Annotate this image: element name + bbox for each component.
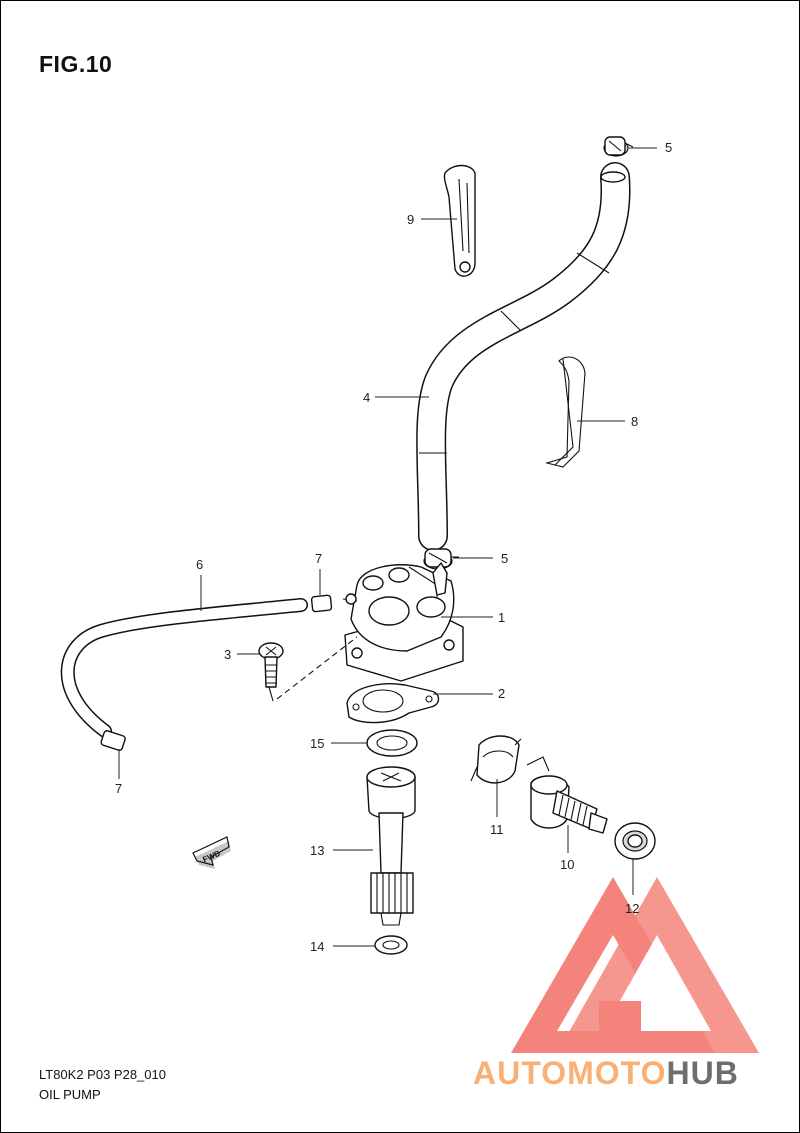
- watermark-brand-part2: HUB: [666, 1055, 738, 1091]
- part-7-clamp-lower: [100, 730, 126, 751]
- part-1-oil-pump: [342, 562, 464, 682]
- part-9-bracket: [443, 164, 476, 277]
- part-3-screw: [258, 636, 358, 702]
- part-12-oil-seal: [614, 822, 656, 860]
- callout-7-upper: 7: [315, 551, 322, 566]
- callout-7-lower: 7: [115, 781, 122, 796]
- callout-12: 12: [625, 901, 639, 916]
- leader-lines: [118, 147, 657, 947]
- part-6-thin-hose: [60, 598, 308, 738]
- watermark-logo: [511, 877, 759, 1053]
- part-8-wire-clip: [544, 356, 586, 468]
- part-13-shaft-gear: [366, 766, 416, 926]
- callout-2: 2: [498, 686, 505, 701]
- callout-10: 10: [560, 857, 574, 872]
- part-15-washer: [366, 729, 418, 757]
- watermark-text: AUTOMOTOHUB: [473, 1055, 739, 1091]
- callout-5-top: 5: [665, 140, 672, 155]
- part-7-clamp-upper: [310, 594, 333, 613]
- figure-title: FIG.10: [39, 51, 113, 77]
- callout-5-lower: 5: [501, 551, 508, 566]
- part-4-hose: [416, 162, 631, 551]
- svg-text:AUTOMOTOHUB: AUTOMOTOHUB: [473, 1055, 739, 1091]
- fwd-direction-arrow: FWD: [192, 836, 231, 869]
- callout-3: 3: [224, 647, 231, 662]
- callout-numbers: 5 9 4 8 5 7 6 1 3 2 15 7 11 13 10 12 14: [115, 140, 672, 954]
- part-10-driven-gear: [526, 756, 608, 834]
- callout-13: 13: [310, 843, 324, 858]
- callout-4: 4: [363, 390, 370, 405]
- figure-name: OIL PUMP: [39, 1087, 101, 1102]
- part-2-gasket: [346, 683, 440, 724]
- callout-8: 8: [631, 414, 638, 429]
- figure-code: LT80K2 P03 P28_010: [39, 1067, 166, 1082]
- callout-15: 15: [310, 736, 324, 751]
- callout-11: 11: [490, 822, 504, 837]
- callout-9: 9: [407, 212, 414, 227]
- callout-14: 14: [310, 939, 324, 954]
- part-5-clamp-top: [603, 136, 634, 157]
- part-11-clip: [470, 735, 522, 784]
- callout-6: 6: [196, 557, 203, 572]
- callout-1: 1: [498, 610, 505, 625]
- watermark-brand-part1: AUTOMOTO: [473, 1055, 666, 1091]
- part-14-washer: [374, 935, 408, 955]
